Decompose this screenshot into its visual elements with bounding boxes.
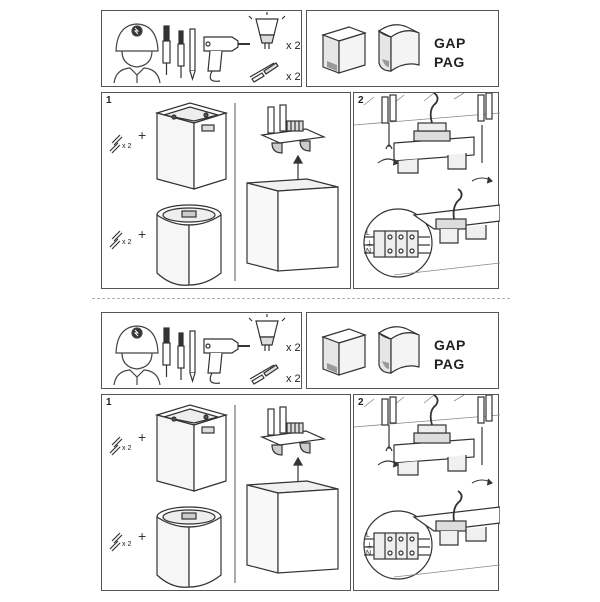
screwdriver-icon-1 (162, 25, 171, 75)
screw-quantity-bottom: x 2 (122, 541, 132, 548)
rectangular-lamp-icon (321, 26, 367, 74)
bracket-detail-right (393, 188, 500, 276)
wall-plug-icon-right (477, 93, 493, 163)
wall-plug-icon-right (477, 395, 493, 465)
pencil-icon (189, 330, 196, 384)
lightbulb-icon (248, 12, 286, 49)
model-name-gap: GAP (434, 35, 466, 51)
tools-panel: x 2 x 2 (101, 10, 302, 87)
oval-lamp-icon (377, 326, 420, 375)
rectangular-housing-open (154, 102, 229, 190)
model-name-gap: GAP (434, 337, 466, 353)
model-name-pag: PAG (434, 54, 465, 70)
electrician-icon (113, 23, 161, 84)
terminal-label-l: L (366, 532, 370, 539)
rotate-arrow-left (377, 158, 399, 166)
screw-quantity-top: x 2 (122, 445, 132, 452)
model-panel: GAP PAG (306, 312, 499, 389)
terminal-zoom-circle (363, 208, 433, 278)
plus-sign-top: + (138, 429, 146, 445)
plus-sign-bottom: + (138, 528, 146, 544)
pencil-icon (189, 28, 196, 82)
up-arrow (292, 456, 304, 481)
tools-panel: x 2 x 2 (101, 312, 302, 389)
step1-panel: + + (101, 92, 351, 289)
rectangular-lamp-icon (321, 328, 367, 376)
bracket-installed (393, 93, 475, 174)
screw-quantity-bottom: x 2 (122, 239, 132, 246)
mounting-bracket-with-terminal (259, 406, 327, 456)
step2-panel: 2 L ⏚ N (353, 92, 500, 289)
bulb-quantity: x 2 (286, 40, 301, 52)
electrician-icon (113, 325, 161, 386)
step1-number: 1 (106, 397, 112, 408)
bracket-detail-right (393, 490, 500, 578)
screw-pair-icon-top (109, 436, 123, 456)
screw-pair-icon-top (109, 134, 123, 154)
screwdriver-icon-2 (177, 332, 185, 380)
oval-housing-open (156, 506, 222, 588)
up-arrow (292, 154, 304, 179)
terminal-label-n: N (366, 550, 372, 557)
rotate-arrow-right (471, 176, 493, 184)
wall-anchor-icon (249, 364, 279, 385)
oval-lamp-icon (377, 24, 420, 73)
instruction-sheet-bottom: x 2 x 2 GAP PAG (0, 302, 600, 602)
screw-pair-icon-bottom (109, 230, 123, 250)
bulb-quantity: x 2 (286, 342, 301, 354)
step1-panel: + + (101, 394, 351, 591)
lightbulb-icon (248, 314, 286, 351)
instruction-sheet-top: x 2 x 2 GAP PAG (0, 0, 600, 300)
terminal-label-earth: ⏚ (366, 241, 373, 248)
anchor-quantity: x 2 (286, 71, 301, 83)
model-panel: GAP PAG (306, 10, 499, 87)
step2-panel: 2 L ⏚ N (353, 394, 500, 591)
drill-icon (203, 338, 250, 384)
mounting-bracket-with-terminal (259, 104, 327, 154)
screw-pair-icon-bottom (109, 532, 123, 552)
screwdriver-icon-2 (177, 30, 185, 78)
step1-number: 1 (106, 95, 112, 106)
plus-sign-top: + (138, 127, 146, 143)
drill-icon (203, 36, 250, 82)
plus-sign-bottom: + (138, 226, 146, 242)
rotate-arrow-right (471, 478, 493, 486)
rectangular-housing-open (154, 404, 229, 492)
screwdriver-icon-1 (162, 327, 171, 377)
step2-number: 2 (358, 95, 364, 106)
oval-housing-open (156, 204, 222, 286)
terminal-label-l: L (366, 230, 370, 237)
wall-plug-icon-left (381, 396, 397, 452)
terminal-label-earth: ⏚ (366, 543, 373, 550)
wall-anchor-icon (249, 62, 279, 83)
screw-quantity-top: x 2 (122, 143, 132, 150)
wall-plug-icon-left (381, 94, 397, 150)
cut-line (92, 298, 510, 299)
terminal-zoom-circle (363, 510, 433, 580)
terminal-label-n: N (366, 248, 372, 255)
rotate-arrow-left (377, 460, 399, 468)
bracket-installed (393, 395, 475, 476)
housing-bottom-view (246, 480, 339, 574)
anchor-quantity: x 2 (286, 373, 301, 385)
step2-number: 2 (358, 397, 364, 408)
model-name-pag: PAG (434, 356, 465, 372)
housing-bottom-view (246, 178, 339, 272)
